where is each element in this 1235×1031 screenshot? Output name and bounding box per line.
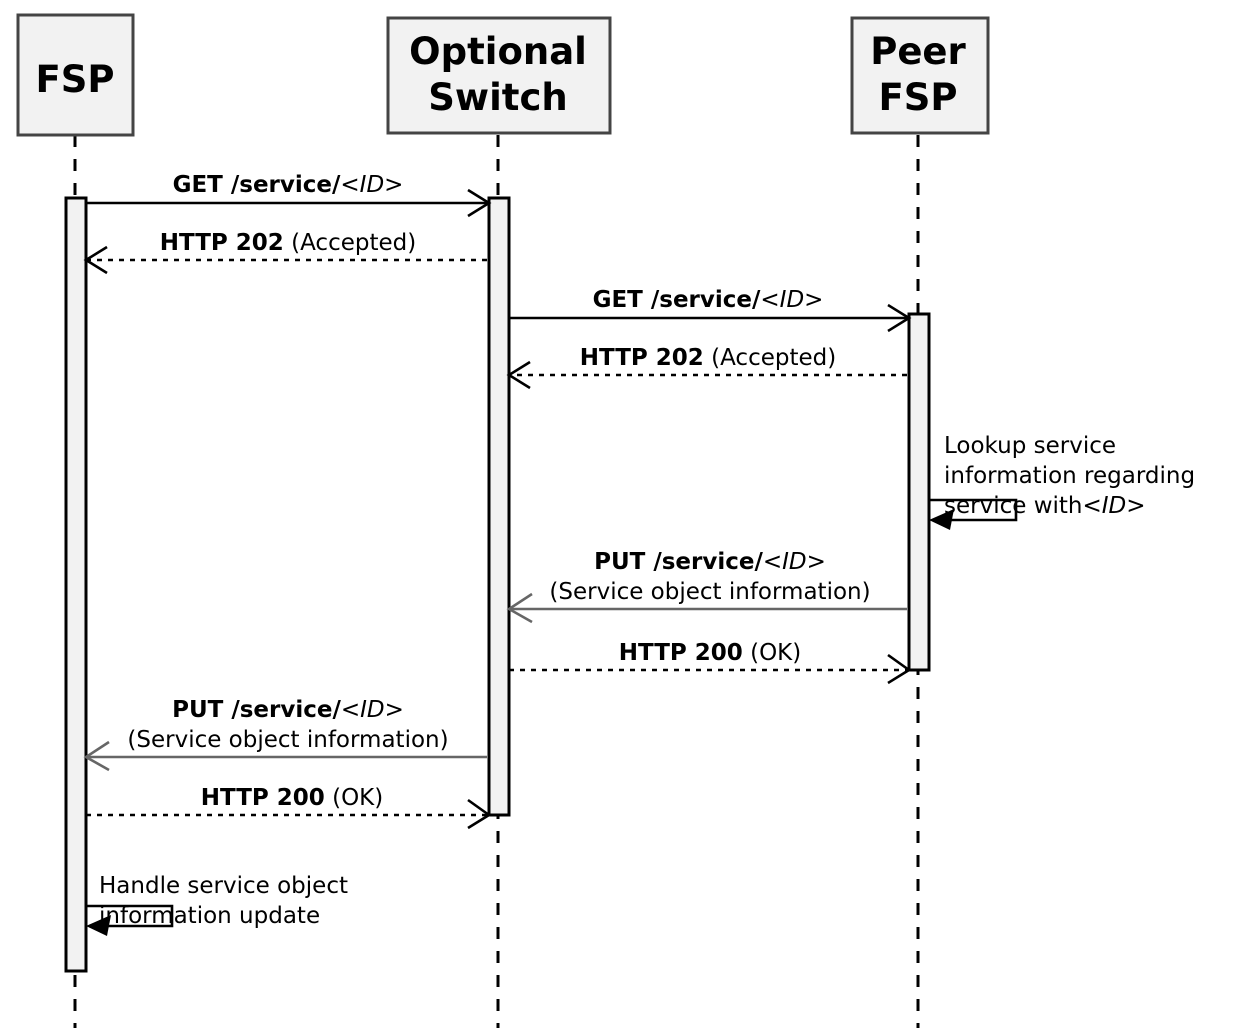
message-arrow-8-http-200-fsp-to-switch [86,798,492,830]
participant-label-fsp-text: FSP [35,58,115,101]
participant-box-fsp[interactable] [16,13,135,137]
message-label-7-line1: PUT /service/<ID> [127,695,448,725]
message-label-6-plain: (OK) [742,640,802,666]
message-label-2-plain: (Accepted) [283,230,417,256]
message-label-1-bold: GET /service/ [172,172,341,198]
activation-bar-fsp [64,196,88,973]
message-arrow-2-http-202-switch-to-fsp [83,245,487,275]
self-message-note-handle-service-object-update: Handle service object information update [99,841,399,931]
message-label-5-bold: PUT /service/ [594,549,763,575]
participant-label-fsp: FSP [35,58,114,102]
participant-label-switch-line1: Optional [409,30,587,73]
message-label-5: PUT /service/<ID> (Service object inform… [549,547,870,607]
message-label-4-plain: (Accepted) [703,345,837,371]
message-label-7: PUT /service/<ID> (Service object inform… [127,695,448,755]
activation-bars [64,196,931,973]
self-message-note-lookup-italic: <ID> [1082,493,1146,519]
activation-bar-switch [487,196,511,817]
message-arrow-1-get-service-fsp-to-switch [86,188,492,218]
self-message-note-handle-plain: Handle service object information update [99,873,348,929]
participant-label-peer-line2: FSP [878,76,958,119]
message-label-5-line1: PUT /service/<ID> [549,547,870,577]
message-label-7-line2: (Service object information) [127,727,449,753]
participant-box-switch[interactable] [386,16,612,135]
message-arrow-5-put-service-peer-to-switch [506,592,907,624]
activation-bar-peer [907,312,931,672]
message-label-3-bold: GET /service/ [592,287,761,313]
message-label-8-bold: HTTP 200 [200,785,325,811]
message-label-6-bold: HTTP 200 [618,640,743,666]
participant-label-peer-line1: Peer [870,30,966,73]
message-label-2: HTTP 202 (Accepted) [160,228,416,258]
message-arrow-4-http-202-peer-to-switch [506,360,907,390]
self-message-note-lookup-service-information: Lookup service information regarding ser… [944,401,1229,521]
message-label-1: GET /service/<ID> [173,170,404,200]
self-message-arrow-handle-service-object-update [86,904,174,936]
message-arrow-7-put-service-switch-to-fsp [83,740,487,772]
message-label-3: GET /service/<ID> [593,285,824,315]
message-label-1-italic: <ID> [340,172,404,198]
participant-box-peer[interactable] [850,16,990,135]
participant-label-switch-line2: Switch [428,76,568,119]
message-label-7-bold: PUT /service/ [172,697,341,723]
participant-label-switch: Optional Switch [409,29,587,121]
message-label-4-bold: HTTP 202 [579,345,704,371]
message-label-3-italic: <ID> [760,287,824,313]
message-label-5-line2: (Service object information) [549,579,871,605]
message-arrow-6-http-200-switch-to-peer [509,653,912,685]
message-label-7-italic: <ID> [340,697,404,723]
message-label-8: HTTP 200 (OK) [201,783,383,813]
message-label-5-italic: <ID> [762,549,826,575]
message-label-4: HTTP 202 (Accepted) [580,343,836,373]
message-arrow-3-get-service-switch-to-peer [509,303,912,333]
participant-label-peer: Peer FSP [870,29,966,121]
message-label-2-bold: HTTP 202 [159,230,284,256]
message-label-8-plain: (OK) [324,785,384,811]
self-message-note-lookup-plain: Lookup service information regarding ser… [944,433,1196,519]
self-message-arrow-lookup-service-information [929,498,1018,530]
message-label-6: HTTP 200 (OK) [619,638,801,668]
